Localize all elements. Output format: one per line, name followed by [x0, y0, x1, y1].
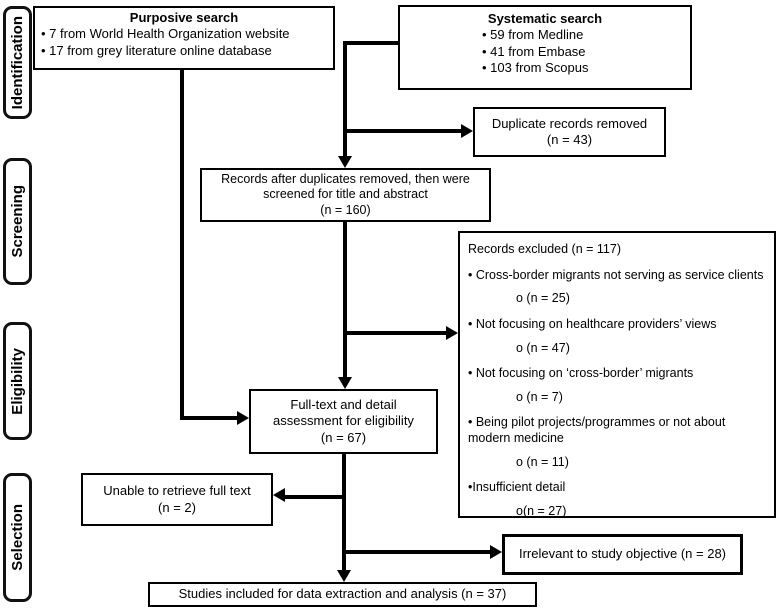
fulltext-line: Full-text and detail [290, 397, 397, 413]
connector-purposive-down [180, 69, 184, 420]
connector-systematic-down [343, 41, 347, 156]
records-screened-count: (n = 160) [320, 202, 371, 217]
purposive-search-box: Purposive search • 7 from World Health O… [33, 6, 335, 70]
purposive-item: • 17 from grey literature online databas… [41, 42, 272, 58]
arrowhead-into-excluded [446, 326, 458, 340]
arrowhead-into-fulltext-top [338, 377, 352, 389]
irrelevant-text: Irrelevant to study objective (n = 28) [518, 546, 727, 562]
connector-to-irrelevant [342, 550, 490, 554]
exclusion-reason-count: o (n = 25) [516, 291, 570, 306]
exclusion-reason-count: o(n = 27) [516, 503, 567, 518]
connector-systematic-left [343, 41, 398, 45]
duplicate-records-count: (n = 43) [546, 132, 593, 147]
records-excluded-title: Records excluded (n = 117) [468, 242, 621, 256]
systematic-search-title: Systematic search [487, 11, 603, 26]
systematic-item: • 103 from Scopus [482, 59, 589, 75]
studies-included-text: Studies included for data extraction and… [178, 586, 507, 602]
purposive-item: • 7 from World Health Organization websi… [41, 26, 290, 42]
stage-eligibility: Eligibility [3, 322, 32, 440]
irrelevant-box: Irrelevant to study objective (n = 28) [502, 534, 743, 575]
studies-included-box: Studies included for data extraction and… [148, 582, 537, 607]
stage-selection: Selection [3, 473, 32, 602]
connector-to-unable [285, 495, 344, 499]
stage-screening: Screening [3, 158, 32, 285]
arrowhead-into-included [337, 570, 351, 582]
exclusion-reason: • Not focusing on ‘cross-border’ migrant… [468, 366, 694, 381]
exclusion-reason-count: o (n = 7) [516, 389, 563, 404]
exclusion-reason: • Cross-border migrants not serving as s… [468, 267, 764, 282]
arrowhead-into-fulltext-left [237, 411, 249, 425]
connector-to-excluded [343, 331, 446, 335]
records-screened-box: Records after duplicates removed, then w… [200, 168, 491, 222]
connector-to-duplicates [343, 129, 461, 133]
unable-retrieve-box: Unable to retrieve full text (n = 2) [81, 473, 273, 526]
records-screened-line: Records after duplicates removed, then w… [221, 171, 470, 186]
duplicate-records-line: Duplicate records removed [491, 115, 648, 131]
fulltext-line: assessment for eligibility [273, 413, 414, 429]
exclusion-reason: •Insufficient detail [468, 480, 566, 495]
connector-screened-down [343, 221, 347, 377]
arrowhead-into-screened [338, 156, 352, 168]
duplicate-records-box: Duplicate records removed (n = 43) [473, 107, 666, 157]
connector-fulltext-down [342, 452, 346, 570]
arrowhead-into-irrelevant [490, 545, 502, 559]
fulltext-assessment-box: Full-text and detail assessment for elig… [249, 389, 438, 454]
unable-retrieve-line: Unable to retrieve full text [103, 483, 251, 499]
exclusion-reason-count: o (n = 11) [516, 454, 569, 469]
unable-retrieve-count: (n = 2) [158, 499, 196, 515]
stage-identification: Identification [3, 6, 32, 119]
exclusion-reason-count: o (n = 47) [516, 340, 570, 355]
stage-screening-label: Screening [9, 185, 26, 258]
arrowhead-into-unable [273, 488, 285, 502]
systematic-item: • 41 from Embase [482, 43, 586, 59]
purposive-search-title: Purposive search [129, 10, 239, 25]
connector-purposive-right [180, 416, 237, 420]
records-excluded-box: Records excluded (n = 117) • Cross-borde… [458, 231, 776, 518]
exclusion-reason: • Being pilot projects/programmes or not… [468, 415, 726, 445]
exclusion-reason: • Not focusing on healthcare providers’ … [468, 316, 717, 331]
systematic-item: • 59 from Medline [482, 27, 584, 43]
stage-selection-label: Selection [9, 504, 26, 571]
stage-eligibility-label: Eligibility [9, 347, 26, 415]
stage-identification-label: Identification [9, 15, 26, 110]
arrowhead-into-duplicates [461, 124, 473, 138]
records-screened-line: screened for title and abstract [263, 187, 428, 202]
fulltext-count: (n = 67) [320, 429, 367, 445]
systematic-search-box: Systematic search • 59 from Medline • 41… [398, 5, 692, 90]
